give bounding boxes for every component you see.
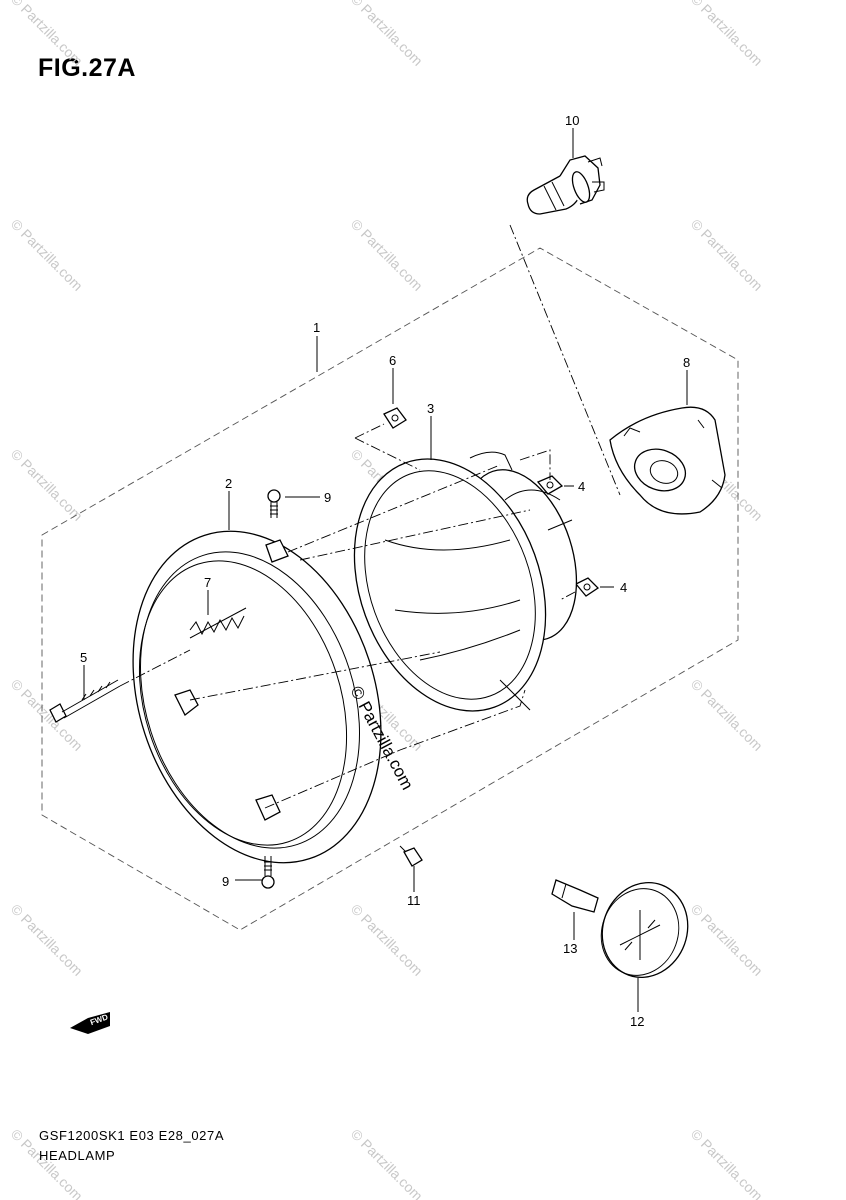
bulb-cover-part[interactable] bbox=[609, 406, 726, 515]
callout-8[interactable]: 8 bbox=[683, 355, 690, 370]
nut-part-4-upper[interactable] bbox=[536, 475, 564, 495]
nut-part-4-lower[interactable] bbox=[574, 577, 600, 597]
watermark-tile: © Partzilla.com bbox=[348, 216, 426, 294]
callout-6[interactable]: 6 bbox=[389, 353, 396, 368]
callout-13[interactable]: 13 bbox=[563, 941, 577, 956]
watermark-tile: © Partzilla.com bbox=[688, 676, 766, 754]
callout-12[interactable]: 12 bbox=[630, 1014, 644, 1029]
watermark-tile: © Partzilla.com bbox=[8, 216, 86, 294]
bolt-part-13[interactable] bbox=[551, 879, 599, 913]
callout-5[interactable]: 5 bbox=[80, 650, 87, 665]
watermark-tile: © Partzilla.com bbox=[8, 676, 86, 754]
watermark-tile: © Partzilla.com bbox=[688, 1126, 766, 1200]
watermark-tile: © Partzilla.com bbox=[8, 446, 86, 524]
callout-9-upper[interactable]: 9 bbox=[324, 490, 331, 505]
watermark-tile: © Partzilla.com bbox=[348, 901, 426, 979]
watermark-tile: © Partzilla.com bbox=[688, 901, 766, 979]
figure-name: HEADLAMP bbox=[39, 1148, 116, 1163]
watermark-tile: © Partzilla.com bbox=[8, 901, 86, 979]
headlamp-rim-part[interactable] bbox=[92, 499, 422, 895]
headlamp-unit-part[interactable] bbox=[321, 432, 597, 738]
callout-10[interactable]: 10 bbox=[565, 113, 579, 128]
fwd-arrow-icon: FWD bbox=[70, 1012, 110, 1034]
callout-11[interactable]: 11 bbox=[407, 893, 421, 908]
spring-part[interactable] bbox=[189, 607, 247, 639]
adjusting-screw-part[interactable] bbox=[49, 679, 121, 723]
callout-2[interactable]: 2 bbox=[225, 476, 232, 491]
callout-3[interactable]: 3 bbox=[427, 401, 434, 416]
nut-part-6[interactable] bbox=[383, 407, 407, 429]
watermark-tile: © Partzilla.com bbox=[688, 216, 766, 294]
watermark-tile: © Partzilla.com bbox=[348, 1126, 426, 1200]
reflector-part-12[interactable] bbox=[589, 871, 701, 990]
screw-part-11[interactable] bbox=[399, 845, 423, 867]
callout-1[interactable]: 1 bbox=[313, 320, 320, 335]
figure-code: GSF1200SK1 E03 E28_027A bbox=[39, 1128, 225, 1143]
watermark-tile: © Partzilla.com bbox=[688, 0, 766, 69]
bulb-part[interactable] bbox=[526, 155, 605, 215]
screw-part-9-upper[interactable] bbox=[267, 489, 281, 518]
callout-9-lower[interactable]: 9 bbox=[222, 874, 229, 889]
callout-4-upper[interactable]: 4 bbox=[578, 479, 585, 494]
watermark-tile: © Partzilla.com bbox=[348, 0, 426, 69]
screw-part-9-lower[interactable] bbox=[261, 856, 275, 889]
watermark-tile: © Partzilla.com bbox=[8, 0, 86, 69]
callout-4-lower[interactable]: 4 bbox=[620, 580, 627, 595]
figure-title: FIG.27A bbox=[38, 54, 136, 82]
assembly-boundary bbox=[41, 247, 739, 931]
callout-7[interactable]: 7 bbox=[204, 575, 211, 590]
